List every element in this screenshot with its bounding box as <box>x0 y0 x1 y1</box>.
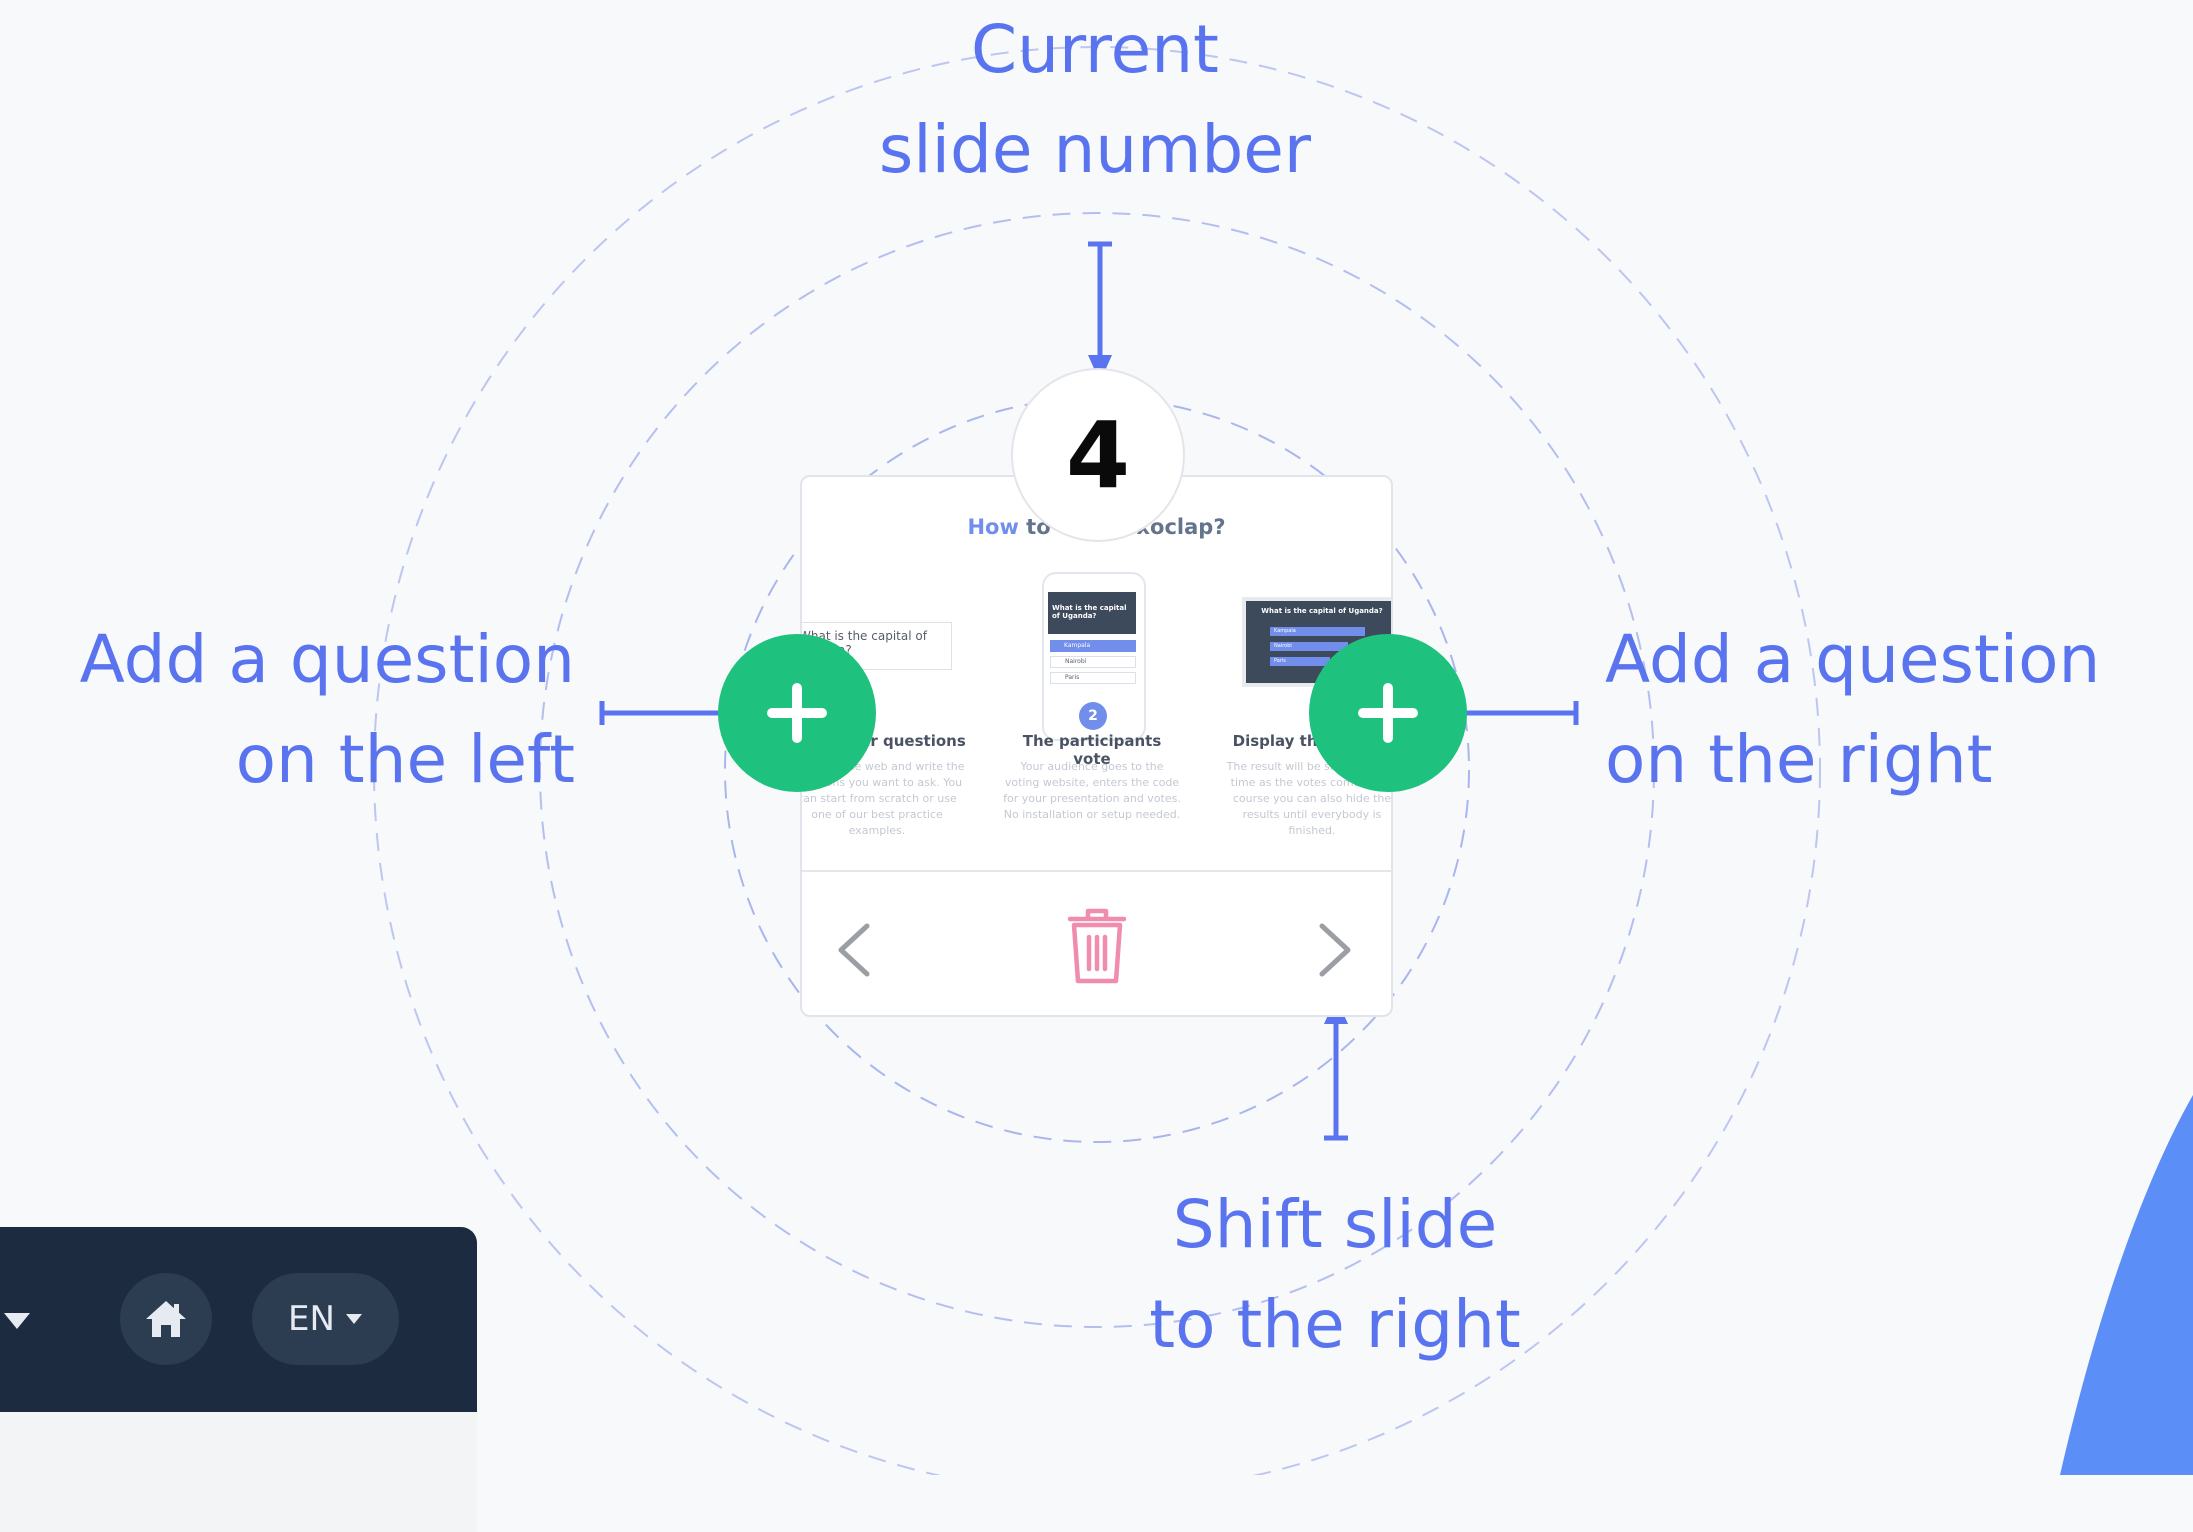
delete-slide-button[interactable] <box>1062 907 1132 987</box>
plus-icon <box>1358 683 1418 743</box>
screen-bar: Paris <box>1270 657 1330 666</box>
screen-question: What is the capital of Uganda? <box>1261 607 1383 615</box>
label-add-question-right: Add a question on the right <box>1605 610 2165 810</box>
phone-option: Kampala <box>1050 640 1136 652</box>
add-question-right-button[interactable] <box>1309 634 1467 792</box>
label-line: Add a question <box>79 621 575 698</box>
dashed-ring-middle <box>539 212 1655 1328</box>
phone-option-label: Nairobi <box>1065 658 1087 665</box>
label-line: on the right <box>1605 721 1993 798</box>
label-line: to the right <box>1149 1286 1521 1363</box>
label-add-question-left: Add a question on the left <box>20 610 575 810</box>
step-2-badge: 2 <box>1079 702 1107 730</box>
step-2-phone: What is the capital of Uganda? Kampala N… <box>1042 572 1146 741</box>
step-2-description: Your audience goes to the voting website… <box>1003 760 1181 821</box>
slide-number: 4 <box>1065 401 1130 509</box>
plus-icon <box>767 683 827 743</box>
label-line: on the left <box>235 721 575 798</box>
phone-option: Nairobi <box>1050 656 1136 668</box>
slide-number-badge: 4 <box>1011 368 1185 542</box>
step-2-badge-number: 2 <box>1088 708 1098 724</box>
language-label: EN <box>288 1299 335 1339</box>
home-icon <box>146 1301 186 1337</box>
label-current-slide-number: Current slide number <box>870 0 1320 200</box>
caret-down-icon <box>345 1314 362 1324</box>
toolbar-panel-body <box>0 1412 477 1532</box>
slide-card-footer <box>802 870 1391 1017</box>
step-2-title: The participants vote <box>1022 732 1162 768</box>
label-line: Add a question <box>1605 621 2101 698</box>
accent-blob <box>2060 1095 2193 1475</box>
phone-option-label: Kampala <box>1064 642 1091 649</box>
screen-bar-label: Kampala <box>1274 628 1296 634</box>
label-shift-slide-right: Shift slide to the right <box>1135 1175 1535 1375</box>
label-line: slide number <box>878 111 1312 188</box>
prev-slide-button[interactable] <box>827 920 887 980</box>
next-slide-button[interactable] <box>1302 920 1362 980</box>
home-button[interactable] <box>120 1273 212 1365</box>
screen-bar: Nairobi <box>1270 642 1348 651</box>
dashed-ring-outer <box>373 46 1821 1475</box>
phone-option-label: Paris <box>1065 674 1080 681</box>
chevron-right-icon <box>1319 923 1351 977</box>
label-line: Shift slide <box>1172 1186 1498 1263</box>
phone-header: What is the capital of Uganda? <box>1048 592 1136 634</box>
caret-down-icon[interactable] <box>0 1309 36 1333</box>
chevron-left-icon <box>838 923 870 977</box>
phone-question: What is the capital of Uganda? <box>1052 604 1127 620</box>
label-line: Current <box>971 11 1219 88</box>
screen-bar-label: Paris <box>1274 658 1286 664</box>
app-toolbar: EN <box>0 1227 477 1532</box>
slide-title-highlight: How <box>967 515 1019 539</box>
arrow-to-slide-number <box>1088 241 1112 382</box>
add-question-left-button[interactable] <box>718 634 876 792</box>
screen-bar: Kampala <box>1270 627 1365 636</box>
phone-option: Paris <box>1050 672 1136 684</box>
slide-card[interactable]: How to use Voxoclap? What is the capital… <box>800 475 1393 1017</box>
screen-bar-label: Nairobi <box>1274 643 1292 649</box>
arrow-to-next-button <box>1324 997 1348 1141</box>
trash-icon <box>1067 908 1127 984</box>
language-select[interactable]: EN <box>252 1273 399 1365</box>
